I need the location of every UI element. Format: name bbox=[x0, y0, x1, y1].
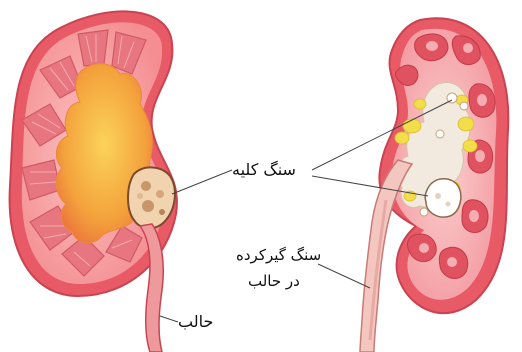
lodged-stone-icon bbox=[425, 179, 461, 217]
kidney-stone-icon bbox=[128, 167, 175, 228]
kidney-stone-label: سنگ کلیه bbox=[232, 160, 296, 179]
ureter-leader-line bbox=[160, 316, 178, 322]
pyramid bbox=[78, 30, 108, 66]
ureter-label: حالب bbox=[178, 312, 213, 331]
left-kidney-illustration bbox=[10, 11, 232, 352]
lodged-stone-label-line1: سنگ گیرکرده bbox=[236, 246, 321, 264]
right-kidney-illustration bbox=[312, 18, 508, 352]
lodged-stone-label-line2: در حالب bbox=[248, 272, 300, 290]
kidney-stone-leader-line bbox=[172, 170, 232, 194]
lodged-stone-leader-line bbox=[318, 264, 370, 288]
